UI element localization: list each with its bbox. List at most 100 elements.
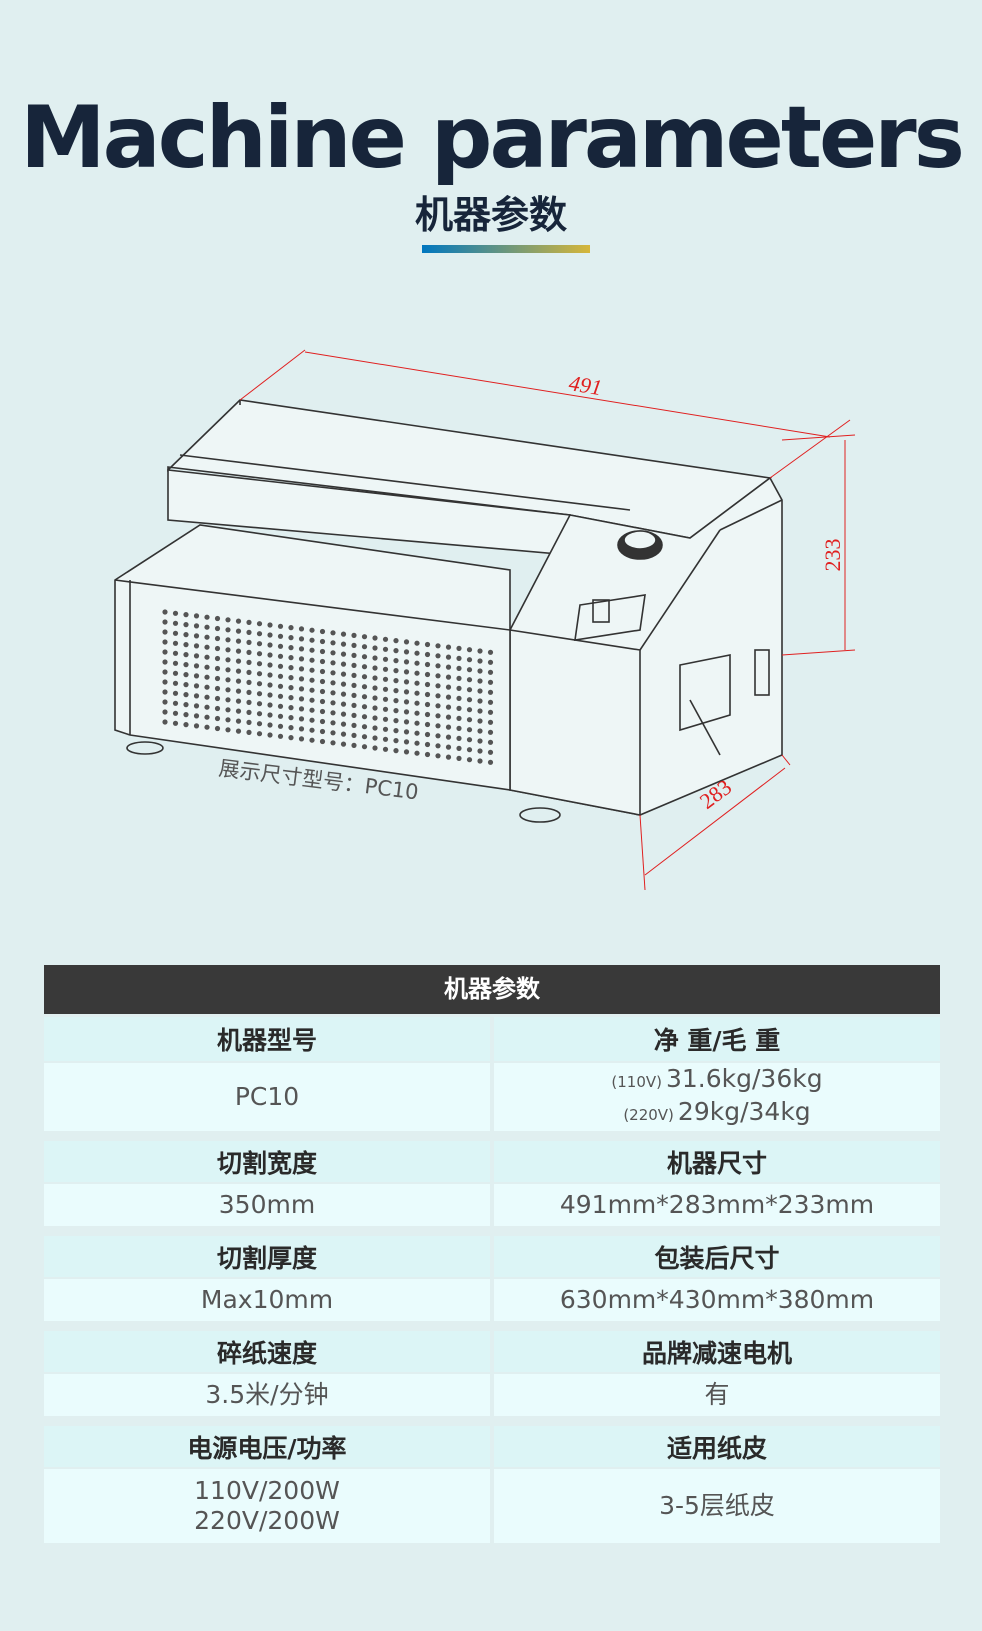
vent-hole (487, 729, 494, 735)
vent-hole (382, 636, 389, 642)
vent-hole (466, 757, 473, 763)
vent-hole (466, 697, 473, 703)
table-title: 机器参数 (44, 965, 940, 1014)
vent-hole (393, 638, 399, 644)
vent-hole (351, 652, 357, 659)
vent-hole (319, 678, 326, 685)
vent-hole (298, 676, 305, 682)
vent-hole (340, 641, 347, 647)
vent-hole (193, 713, 200, 719)
vent-hole (214, 635, 221, 642)
cell-value: 220V/200W (194, 1506, 340, 1535)
vent-hole (340, 721, 347, 727)
accent-bar (422, 245, 590, 253)
vent-hole (319, 728, 326, 735)
vent-hole (487, 719, 494, 725)
vent-hole (477, 698, 483, 704)
table-row: 切割宽度 350mm 机器尺寸 491mm*283mm*233mm (44, 1141, 940, 1226)
vent-hole (351, 692, 357, 699)
vent-hole (393, 658, 399, 664)
vent-hole (435, 733, 441, 739)
vent-hole (414, 660, 420, 666)
vent-hole (183, 632, 189, 638)
vent-hole (277, 723, 284, 729)
vent-hole (361, 654, 368, 660)
vent-hole (288, 705, 294, 711)
vent-hole (340, 741, 347, 747)
vent-hole (225, 627, 231, 633)
vent-hole (477, 648, 483, 654)
vent-hole (183, 612, 189, 618)
vent-hole (246, 729, 252, 736)
vent-hole (162, 659, 168, 665)
vent-hole (183, 682, 189, 688)
page-subtitle: 机器参数 (414, 193, 567, 237)
dimension-height: 233 (820, 539, 845, 572)
vent-hole (456, 725, 462, 732)
vent-hole (246, 639, 252, 646)
cell-label: 切割厚度 (44, 1236, 490, 1277)
vent-hole (456, 745, 462, 752)
vent-hole (372, 645, 378, 651)
vent-hole (424, 681, 431, 688)
vent-hole (372, 655, 378, 661)
vent-hole (162, 719, 168, 725)
vent-hole (193, 693, 200, 699)
cell-label: 电源电压/功率 (44, 1426, 490, 1467)
vent-hole (246, 629, 252, 636)
vent-hole (204, 724, 210, 730)
vent-hole (319, 708, 326, 715)
vent-hole (351, 732, 357, 739)
vent-hole (298, 686, 305, 692)
vent-hole (225, 707, 231, 713)
voltage-tag: (220V) (623, 1106, 674, 1124)
vent-hole (256, 661, 263, 667)
vent-hole (403, 679, 410, 685)
vent-hole (256, 641, 263, 647)
vent-hole (162, 669, 168, 675)
vent-hole (319, 628, 326, 635)
vent-hole (466, 687, 473, 693)
vent-hole (414, 700, 420, 706)
vent-hole (435, 683, 441, 689)
vent-hole (246, 669, 252, 676)
cell-label: 机器尺寸 (494, 1141, 940, 1182)
vent-hole (298, 636, 305, 642)
vent-hole (288, 665, 294, 671)
vent-hole (193, 673, 200, 679)
vent-hole (309, 737, 315, 743)
vent-hole (246, 679, 252, 686)
vent-hole (477, 708, 483, 714)
vent-hole (393, 678, 399, 684)
vent-hole (487, 659, 494, 665)
vent-hole (372, 725, 378, 731)
vent-hole (393, 698, 399, 704)
vent-hole (330, 670, 336, 676)
cell-value: PC10 (234, 1082, 300, 1111)
vent-hole (351, 742, 357, 749)
vent-hole (477, 758, 483, 764)
vent-hole (246, 619, 252, 626)
vent-hole (267, 672, 273, 678)
vent-hole (172, 690, 179, 696)
vent-hole (267, 702, 273, 708)
vent-hole (298, 666, 305, 672)
vent-hole (183, 662, 189, 668)
cell-label: 机器型号 (44, 1017, 490, 1061)
vent-hole (162, 689, 168, 695)
voltage-tag: (110V) (611, 1073, 662, 1091)
vent-hole (256, 691, 263, 697)
vent-hole (183, 702, 189, 708)
vent-hole (162, 619, 168, 625)
vent-hole (351, 662, 357, 669)
vent-hole (445, 644, 452, 650)
vent-hole (256, 711, 263, 717)
vent-hole (330, 650, 336, 656)
vent-hole (445, 714, 452, 720)
vent-hole (267, 622, 273, 628)
vent-hole (414, 720, 420, 726)
vent-hole (235, 688, 242, 694)
cell-label: 碎纸速度 (44, 1331, 490, 1372)
vent-hole (424, 731, 431, 738)
vent-hole (456, 645, 462, 652)
